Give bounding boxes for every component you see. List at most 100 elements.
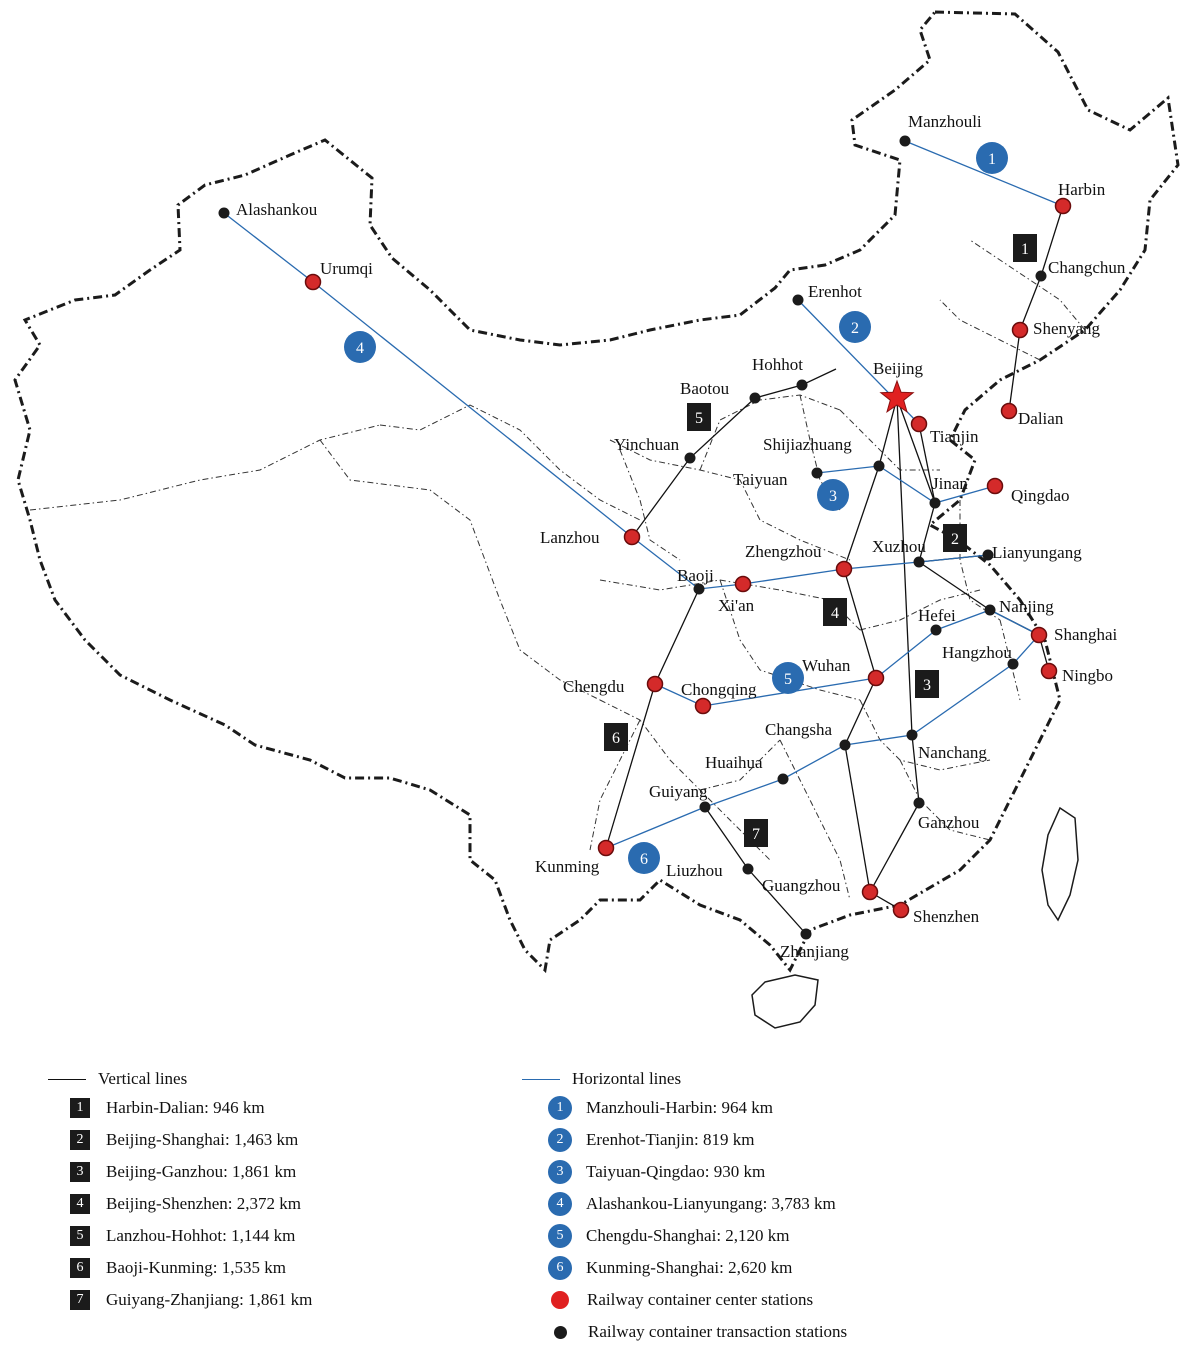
center-station-xi-an [734,575,752,593]
center-station-chongqing [694,697,712,715]
hline-manzhouli-harbin [904,140,1064,207]
vertical-badge-6: 6 [604,723,628,751]
legend-horizontal-item: 2 Erenhot-Tianjin: 819 km [548,1124,847,1156]
transaction-station-nanjing [984,604,996,616]
city-label-nanchang: Nanchang [918,743,987,762]
center-station-tianjin [910,415,928,433]
city-label-changsha: Changsha [765,720,833,739]
city-label-beijing: Beijing [873,359,924,378]
city-label-ningbo: Ningbo [1062,666,1113,685]
horizontal-badge-number: 5 [784,671,792,688]
national-border [13,10,1180,974]
vertical-badge-number: 2 [951,531,959,548]
vertical-badge: 1 [70,1098,90,1118]
transaction-station-hangzhou [1007,658,1019,670]
center-station-wuhan [867,669,885,687]
legend-label: Kunming-Shanghai: 2,620 km [586,1258,793,1277]
legend-label: Harbin-Dalian: 946 km [106,1098,265,1117]
city-labels: HarbinShenyangDalianUrumqiTianjinQingdao… [236,112,1126,961]
transaction-station-yinchuan [684,452,696,464]
hainan-outline [751,974,819,1029]
legend-label: Manzhouli-Harbin: 964 km [586,1098,773,1117]
transaction-station-baoji [693,583,705,595]
city-label-qingdao: Qingdao [1011,486,1070,505]
city-label-hohhot: Hohhot [752,355,803,374]
city-label-chongqing: Chongqing [681,680,757,699]
transaction-station-liuzhou [742,863,754,875]
transaction-station-shijiazhuang [873,460,885,472]
city-label-urumqi: Urumqi [320,259,373,278]
city-label-wuhan: Wuhan [802,656,851,675]
horizontal-badge: 4 [548,1192,572,1216]
horizontal-badge-number: 2 [851,320,859,337]
legend-label: Erenhot-Tianjin: 819 km [586,1130,755,1149]
city-label-dalian: Dalian [1018,409,1064,428]
transaction-station-guiyang [699,801,711,813]
center-station-urumqi [304,273,322,291]
legend-horizontal-item: 4 Alashankou-Lianyungang: 3,783 km [548,1188,847,1220]
city-label-hefei: Hefei [918,606,956,625]
city-label-erenhot: Erenhot [808,282,862,301]
center-station-shenzhen [892,901,910,919]
horizontal-badge-2: 2 [839,311,871,343]
horizontal-badge-5: 5 [772,662,804,694]
city-label-changchun: Changchun [1048,258,1126,277]
city-label-kunming: Kunming [535,857,600,876]
horizontal-badge: 1 [548,1096,572,1120]
legend-horizontal-item: 1 Manzhouli-Harbin: 964 km [548,1092,847,1124]
city-label-xi-an: Xi'an [718,596,755,615]
legend-vertical-item: 1 Harbin-Dalian: 946 km [70,1092,312,1124]
transaction-station-taiyuan [811,467,823,479]
vertical-badge: 2 [70,1130,90,1150]
center-station-guangzhou [861,883,879,901]
horizontal-badge-number: 4 [356,340,364,357]
transaction-station-alashankou [218,207,230,219]
horizontal-badge: 6 [548,1256,572,1280]
stations [218,135,1072,940]
legend-label: Beijing-Shanghai: 1,463 km [106,1130,299,1149]
horizontal-badge-number: 3 [829,488,837,505]
horizontal-badge: 2 [548,1128,572,1152]
city-label-guiyang: Guiyang [649,782,708,801]
vertical-badge-2: 2 [943,524,967,552]
hline-alashankou-lianyungang [223,212,989,590]
vertical-badge-number: 3 [923,677,931,694]
center-station-ningbo [1040,662,1058,680]
legend-center-label: Railway container center stations [587,1290,814,1309]
transaction-station-hohhot [796,379,808,391]
city-label-shenyang: Shenyang [1033,319,1101,338]
city-label-baotou: Baotou [680,379,730,398]
transaction-station-baotou [749,392,761,404]
legend-label: Alashankou-Lianyungang: 3,783 km [586,1194,836,1213]
city-label-zhanjiang: Zhanjiang [780,942,849,961]
city-label-hangzhou: Hangzhou [942,643,1012,662]
center-station-qingdao [986,477,1004,495]
vertical-badge: 7 [70,1290,90,1310]
city-label-manzhouli: Manzhouli [908,112,982,131]
vertical-badge-7: 7 [744,819,768,847]
legend-label: Lanzhou-Hohhot: 1,144 km [106,1226,296,1245]
center-station-kunming [597,839,615,857]
center-station-dalian [1000,402,1018,420]
legend-vertical-header: Vertical lines [48,1066,312,1092]
legend-transaction-label: Railway container transaction stations [588,1322,848,1341]
horizontal-line-swatch [522,1078,560,1080]
city-label-guangzhou: Guangzhou [762,876,841,895]
vertical-badge-3: 3 [915,670,939,698]
vertical-badge: 5 [70,1226,90,1246]
horizontal-badge-3: 3 [817,479,849,511]
legend-label: Baoji-Kunming: 1,535 km [106,1258,286,1277]
horizontal-badge-4: 4 [344,331,376,363]
horizontal-badge: 5 [548,1224,572,1248]
city-label-tianjin: Tianjin [930,427,979,446]
transaction-station-nanchang [906,729,918,741]
legend-vertical-item: 2 Beijing-Shanghai: 1,463 km [70,1124,312,1156]
vertical-line-swatch [48,1078,86,1080]
city-label-lanzhou: Lanzhou [540,528,600,547]
vertical-badge: 4 [70,1194,90,1214]
